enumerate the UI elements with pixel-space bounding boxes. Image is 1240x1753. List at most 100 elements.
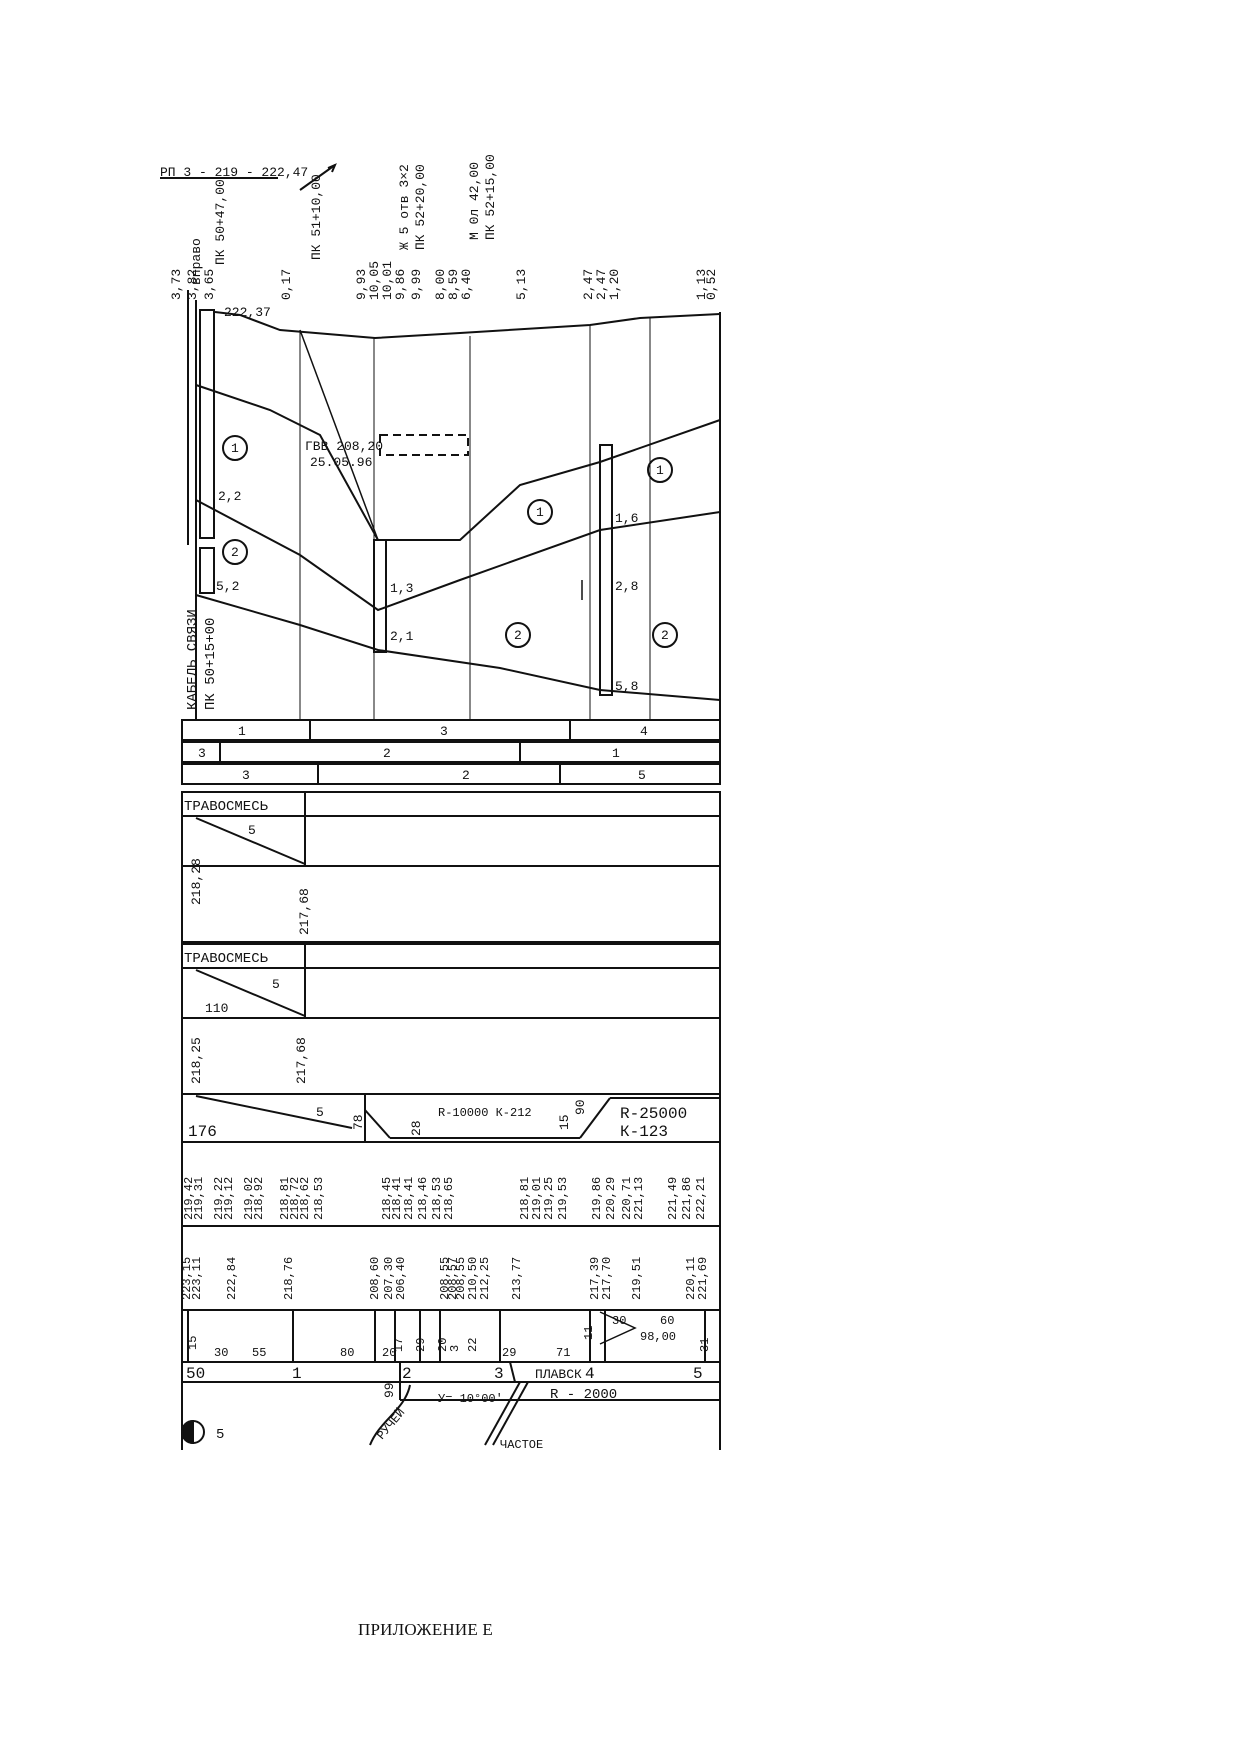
distance: 17 xyxy=(392,1338,406,1352)
design-mark: 219,86 xyxy=(590,1177,604,1220)
design-mark: 220,71 xyxy=(620,1177,634,1220)
row1-cell: 1 xyxy=(238,724,246,739)
depth-label: 2,2 xyxy=(218,489,241,504)
kilo-50: 50 xyxy=(186,1365,205,1383)
picket-a: ПК 50+47,00 xyxy=(213,179,228,265)
ground-surface-line xyxy=(214,311,721,340)
top-value: 5,13 xyxy=(514,269,529,300)
structure-b: М 0л 42,00 xyxy=(467,162,482,240)
distance: 31 xyxy=(698,1338,712,1352)
chastoe-label: ЧАСТОЕ xyxy=(500,1438,543,1452)
stream-line xyxy=(369,1384,411,1446)
distance: 71 xyxy=(556,1346,570,1360)
radius: R - 2000 xyxy=(550,1387,617,1403)
distance: 20 xyxy=(382,1346,396,1360)
bottom-5: 5 xyxy=(216,1427,224,1443)
v78: 78 xyxy=(351,1114,366,1130)
layer-circle xyxy=(647,457,673,483)
design-mark: 218,81 xyxy=(518,1177,532,1220)
design-mark: 219,31 xyxy=(192,1177,206,1220)
picket-number: 5 xyxy=(693,1365,703,1383)
design-mark: 218,92 xyxy=(252,1177,266,1220)
len-176: 176 xyxy=(188,1123,217,1141)
row3-cell: 3 xyxy=(242,768,250,783)
ground-mark: 220,11 xyxy=(684,1257,698,1300)
top-value: 0,17 xyxy=(279,269,294,300)
benchmark-label: РП 3 - 219 - 222,47 xyxy=(160,165,308,180)
direction-arrow-head xyxy=(327,163,337,173)
layer-circle xyxy=(222,539,248,565)
design-mark: 218,41 xyxy=(402,1177,416,1220)
design-mark: 218,81 xyxy=(278,1177,292,1220)
row1-cell: 3 xyxy=(440,724,448,739)
hydrant-label: ГВВ 208,20 xyxy=(305,439,383,454)
ground-mark: 207,30 xyxy=(382,1257,396,1300)
picket-number: 4 xyxy=(585,1365,595,1383)
row2-cell: 1 xyxy=(612,746,620,761)
profile-slope: 5 xyxy=(316,1105,324,1120)
design-mark: 218,53 xyxy=(430,1177,444,1220)
plan-label: ПЛАВСК xyxy=(535,1367,582,1382)
distance: 20 xyxy=(436,1338,450,1352)
ground-mark: 210,50 xyxy=(466,1257,480,1300)
top-value: 2,47 xyxy=(594,269,609,300)
row3-cell: 2 xyxy=(462,768,470,783)
layer-number: 1 xyxy=(536,505,544,520)
layer-number: 2 xyxy=(514,628,522,643)
top-value: 10,01 xyxy=(380,261,395,300)
right-label: вправо xyxy=(189,238,204,285)
layer-number: 2 xyxy=(231,545,239,560)
ground-mark: 223,15 xyxy=(180,1257,194,1300)
layer-circle xyxy=(222,435,248,461)
distance: 29 xyxy=(414,1338,428,1352)
ground-mark: 208,55 xyxy=(438,1257,452,1300)
grass-label-a: ТРАВОСМЕСЬ xyxy=(184,799,269,815)
v99: 99 xyxy=(382,1382,397,1398)
top-value: 1,20 xyxy=(607,269,622,300)
top-value: 9,86 xyxy=(393,269,408,300)
top-value: 3,65 xyxy=(202,269,217,300)
distance: 15 xyxy=(186,1336,200,1350)
layer-3-boundary xyxy=(195,594,721,701)
ground-mark: 208,55 xyxy=(454,1257,468,1300)
ground-mark: 221,69 xyxy=(696,1257,710,1300)
distance: 11 xyxy=(582,1326,596,1340)
v90: 90 xyxy=(573,1099,588,1115)
hydrant-date: 25.05.96 xyxy=(310,455,372,470)
row1-cell: 4 xyxy=(640,724,648,739)
design-mark: 218,41 xyxy=(390,1177,404,1220)
layer-number: 1 xyxy=(656,463,664,478)
top-value: 9,99 xyxy=(409,269,424,300)
design-mark: 218,65 xyxy=(442,1177,456,1220)
borehole-3 xyxy=(599,444,613,696)
distance: 29 xyxy=(502,1346,516,1360)
depth-label: 5,2 xyxy=(216,579,239,594)
v28: 28 xyxy=(409,1120,424,1136)
structure-a: Ж 5 отв 3×2 xyxy=(397,164,412,250)
distance: 80 xyxy=(340,1346,354,1360)
design-mark: 219,53 xyxy=(556,1177,570,1220)
design-mark: 222,21 xyxy=(694,1177,708,1220)
layer-circle xyxy=(527,499,553,525)
cable-picket: ПК 50+15+00 xyxy=(203,618,219,710)
ground-mark: 218,76 xyxy=(282,1257,296,1300)
design-mark: 218,62 xyxy=(298,1177,312,1220)
design-mark: 218,46 xyxy=(416,1177,430,1220)
top-value: 1,13 xyxy=(694,269,709,300)
elev-a1: 218,28 xyxy=(189,858,204,905)
depth-label: 5,8 xyxy=(615,679,638,694)
borehole-2 xyxy=(373,539,387,653)
ground-mark: 206,40 xyxy=(394,1257,408,1300)
mark-222: 222,37 xyxy=(224,305,271,320)
top-value: 8,59 xyxy=(446,269,461,300)
top-value: 0,52 xyxy=(704,269,719,300)
picket-number: 3 xyxy=(494,1365,504,1383)
layer-circle xyxy=(652,622,678,648)
ground-mark: 222,84 xyxy=(225,1257,239,1300)
design-mark: 219,01 xyxy=(530,1177,544,1220)
ground-mark: 212,25 xyxy=(478,1257,492,1300)
top-value: 8,00 xyxy=(433,269,448,300)
layer-circle xyxy=(505,622,531,648)
elev-a2: 217,68 xyxy=(297,888,312,935)
ground-mark: 217,70 xyxy=(600,1257,614,1300)
